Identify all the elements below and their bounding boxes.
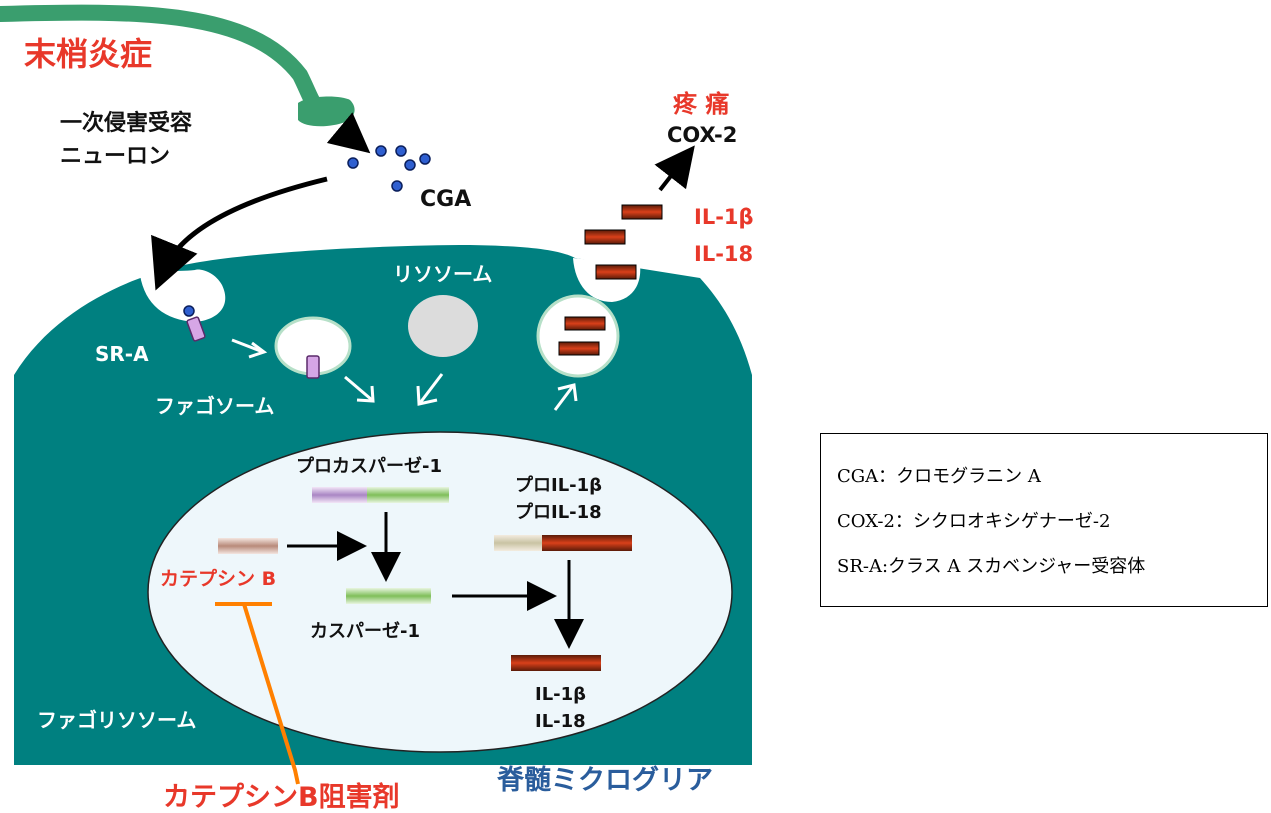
label-pain: 疼 痛 [673, 90, 729, 118]
arrow-uptake [151, 176, 328, 291]
label-procaspase: プロカスパーゼ-1 [296, 455, 442, 477]
label-microglia: 脊髄ミクログリア [496, 764, 713, 796]
legend-item-cga: CGA：クロモグラニン A [837, 466, 1041, 487]
arrow-cox2 [654, 145, 695, 192]
secretory-vesicle [536, 294, 620, 378]
pro-il-bar [542, 535, 632, 551]
cathepsin-b-bar [218, 538, 278, 554]
label-neuron-1: 一次侵害受容 [60, 110, 192, 136]
arrow-release [326, 112, 371, 154]
label-pro-il1b: プロIL-1β [515, 474, 602, 496]
abbreviation-legend: CGA：クロモグラニン A COX-2：シクロオキシゲナーゼ-2 SR-A:クラ… [820, 433, 1268, 607]
label-peripheral-inflammation: 末梢炎症 [24, 35, 152, 73]
label-il18-out: IL-18 [694, 242, 753, 266]
label-phagolysosome: ファゴリソソーム [37, 708, 196, 732]
pro-il-bar-prodomain [494, 535, 542, 551]
legend-item-cox2: COX-2：シクロオキシゲナーゼ-2 [837, 511, 1111, 532]
procaspase-bar-prodomain [312, 487, 367, 503]
label-il18-in: IL-18 [535, 711, 586, 732]
label-sra: SR-A [95, 342, 149, 366]
sra-receptor-icon [186, 316, 206, 342]
label-il1b-out: IL-1β [694, 205, 754, 229]
caspase-bar [346, 588, 431, 604]
phagolysosome [147, 431, 733, 753]
label-cox2: COX-2 [667, 123, 737, 147]
cga-particles [183, 145, 431, 317]
white-arrows [231, 338, 578, 411]
label-cathepsin-b: カテプシン B [160, 567, 276, 590]
label-neuron-2: ニューロン [60, 144, 170, 169]
label-phagosome: ファゴソーム [155, 394, 274, 418]
procaspase-bar [367, 487, 449, 503]
label-inhibitor: カテプシンB阻害剤 [163, 781, 400, 813]
label-cga: CGA [420, 187, 471, 212]
lysosome [408, 295, 478, 357]
label-il1b-in: IL-1β [535, 684, 586, 705]
sra-receptor-icon [306, 355, 320, 379]
label-lysosome: リソソーム [393, 262, 492, 286]
label-pro-il18: プロIL-18 [515, 501, 602, 523]
inhibitor-line [215, 602, 300, 785]
mature-il-bar [511, 655, 601, 671]
legend-item-sra: SR-A:クラス A スカベンジャー受容体 [837, 556, 1146, 577]
label-caspase: カスパーゼ-1 [310, 620, 420, 642]
secreted-cytokines [558, 204, 663, 356]
